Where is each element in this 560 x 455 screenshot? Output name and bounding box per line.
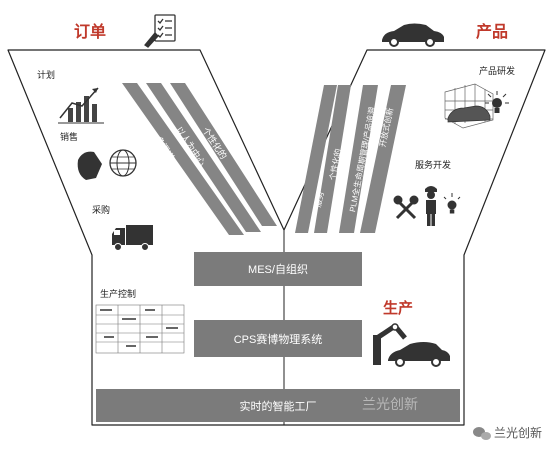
schedule-table-icon (95, 304, 185, 354)
truck-icon (112, 225, 153, 251)
left-stripe-1 (122, 83, 244, 235)
label-procurement: 采购 (92, 204, 110, 215)
right-stripe-4 (360, 85, 406, 233)
worker-icon (425, 186, 437, 226)
bar-watermark: 兰光创新 (362, 397, 418, 413)
label-service-dev: 服务开发 (415, 159, 451, 170)
lightbulb-icon-service (443, 193, 461, 214)
label-product-rd: 产品研发 (479, 65, 515, 76)
car-icon-top (382, 23, 444, 47)
left-stripe-2 (146, 83, 261, 232)
left-stripe-3 (170, 83, 277, 226)
brand-watermark: 兰光创新 (494, 425, 542, 440)
tools-icon (393, 195, 419, 220)
mes-bar (194, 252, 362, 286)
label-sales: 销售 (60, 131, 78, 142)
mes-bar-label: MES/自组织 (248, 262, 308, 276)
cps-bar (194, 320, 362, 357)
right-stripe-1 (295, 85, 337, 233)
cps-bar-label: CPS赛博物理系统 (234, 332, 323, 346)
right-stripe-label-1: 服务 (312, 190, 326, 208)
growth-chart-icon (58, 87, 104, 124)
lightbulb-icon-rd (485, 91, 509, 113)
smart-factory-bar (96, 389, 460, 422)
checklist-icon (144, 14, 176, 48)
robot-arm-car-icon (373, 323, 450, 367)
title-order: 订单 (74, 22, 106, 41)
label-production-control: 生产控制 (100, 288, 136, 299)
y-funnel-outline (7, 49, 546, 426)
label-plan: 计划 (37, 69, 55, 80)
right-stripe-2 (314, 85, 351, 233)
wechat-logo-icon (473, 427, 491, 440)
left-stripes: 多渠道 以人为中心 个性化的 (122, 83, 277, 235)
smart-factory-bar-label: 实时的智能工厂 (240, 399, 317, 413)
wireframe-car-icon (444, 83, 494, 129)
right-stripe-3 (339, 85, 378, 233)
title-product: 产品 (476, 22, 508, 41)
label-production: 生产 (383, 299, 413, 317)
sales-globe-icon (77, 149, 137, 180)
